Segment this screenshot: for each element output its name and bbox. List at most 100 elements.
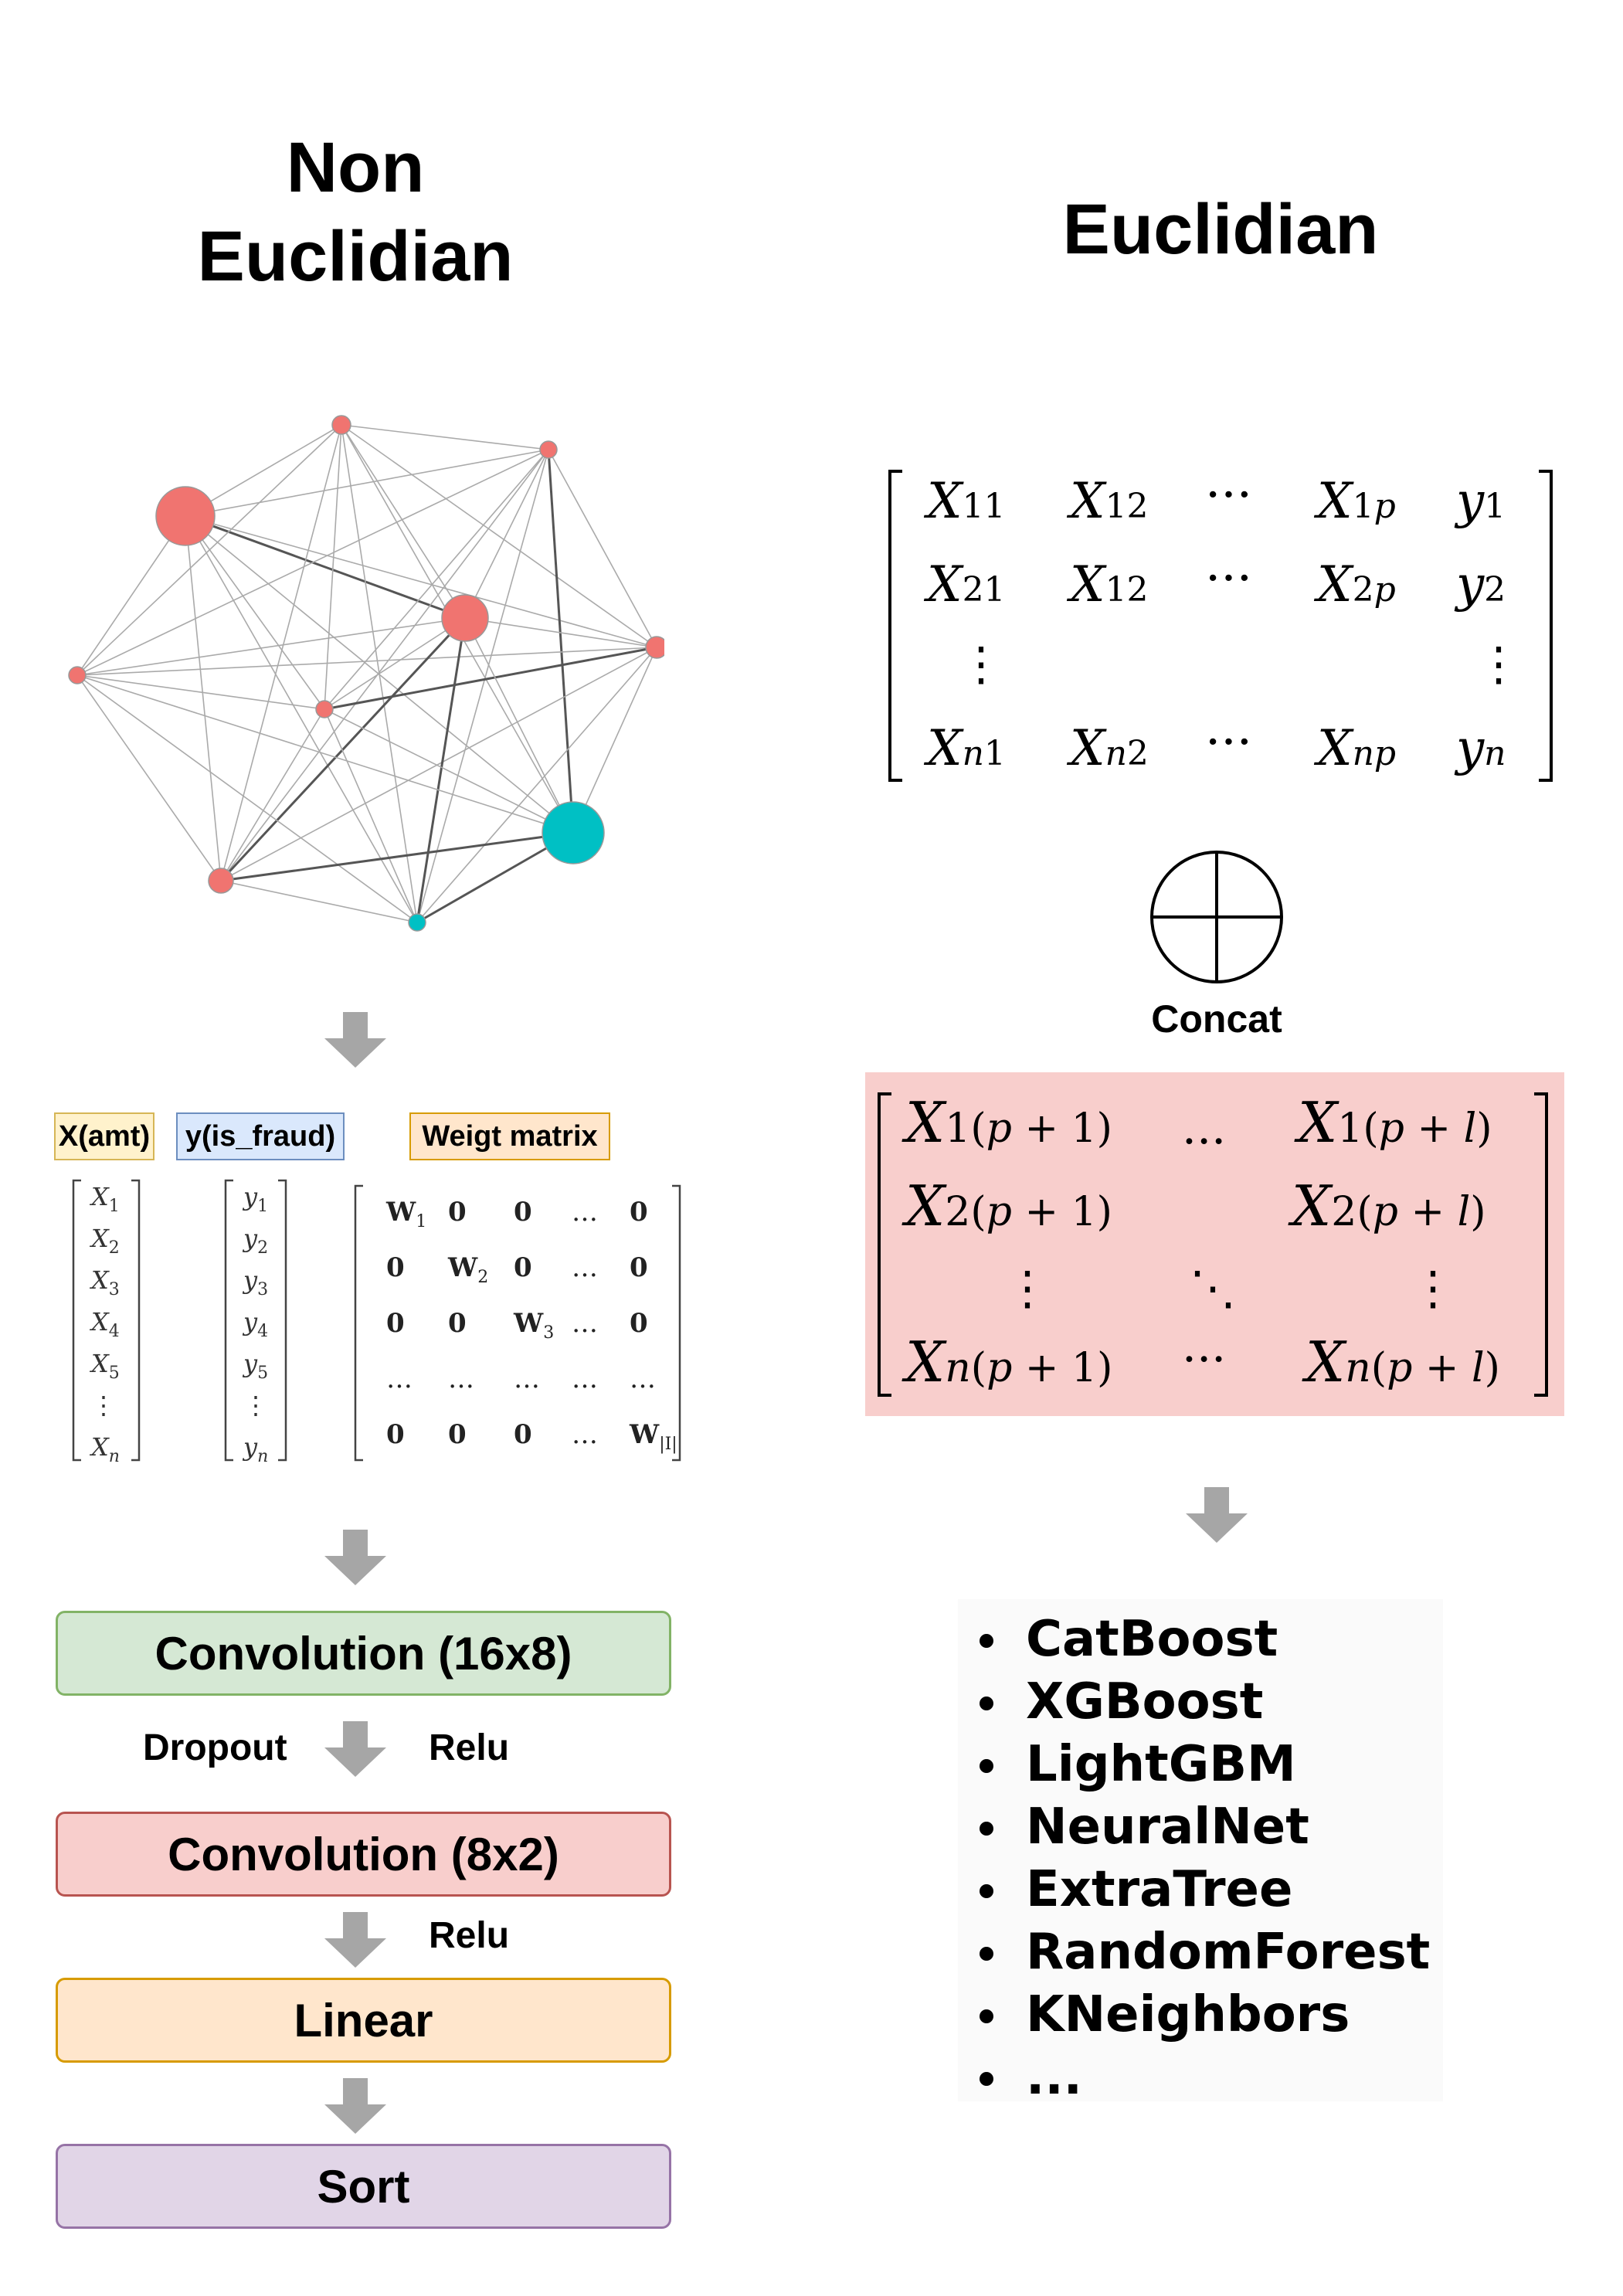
graph-node <box>542 801 605 864</box>
graph-edge <box>324 617 466 710</box>
graph-edge <box>185 515 325 710</box>
embedding-matrix: X1(p + 1) ··· X1(p + l) X2(p + 1) X2(p +… <box>878 1090 1548 1397</box>
graph-edge <box>185 515 657 648</box>
conv-8x2-box: Convolution (8x2) <box>56 1812 671 1897</box>
emb-ddots: ⋱ <box>1190 1262 1236 1316</box>
cell-xnp: Xnp <box>1313 720 1396 777</box>
y-vector-entry: y5 <box>242 1349 268 1383</box>
emb-vdots-2: ⋮ <box>1410 1262 1456 1316</box>
down-arrow-5 <box>324 2078 386 2134</box>
cell-dots-3: ··· <box>1205 714 1252 771</box>
weight-matrix-cell: 0 <box>630 1252 648 1283</box>
graph-edge <box>464 617 657 648</box>
y-vector-right-bracket <box>278 1179 287 1462</box>
graph-node <box>408 913 426 932</box>
euclidian-heading: Euclidian <box>1062 190 1379 269</box>
relu-label-2: Relu <box>429 1915 510 1956</box>
y-vector-entry: yn <box>242 1432 268 1466</box>
x-vector-left-bracket <box>72 1179 81 1462</box>
weight-matrix-cell: W2 <box>447 1252 488 1287</box>
graph-edge <box>76 674 325 710</box>
weight-matrix-cell: … <box>572 1308 598 1339</box>
graph-edge <box>185 515 418 923</box>
graph-edge <box>341 424 549 450</box>
graph-node <box>645 636 664 659</box>
graph-edge <box>76 674 418 923</box>
graph-node <box>155 486 216 546</box>
non-euclidian-heading: Non Euclidian <box>139 124 572 301</box>
sort-box: Sort <box>56 2144 671 2229</box>
graph-edge <box>324 708 574 834</box>
graph-edge <box>341 424 657 648</box>
x-vector-entry: ⋮ <box>91 1391 116 1420</box>
x-vector-right-bracket <box>131 1179 141 1462</box>
y-vector-entry: y2 <box>242 1224 268 1258</box>
graph-node <box>539 440 558 459</box>
graph-edge <box>76 617 466 676</box>
emb-x1pl: X1(p + l) <box>1294 1090 1492 1155</box>
cell-yn: yn <box>1454 720 1506 777</box>
linear-box: Linear <box>56 1978 671 2063</box>
concat-label: Concat <box>1151 997 1282 1041</box>
weight-matrix-left-bracket <box>354 1184 363 1462</box>
emb-xnp1: Xn(p + 1) <box>901 1330 1112 1394</box>
graph-node <box>208 868 234 894</box>
graph-edge <box>76 674 574 834</box>
embedding-matrix-panel: X1(p + 1) ··· X1(p + l) X2(p + 1) X2(p +… <box>865 1072 1564 1416</box>
model-item: ExtraTree <box>980 1859 1443 1921</box>
y-vector-entry: y1 <box>242 1182 268 1216</box>
x-vector-entry: X2 <box>89 1224 120 1258</box>
cell-x11: X11 <box>923 473 1006 530</box>
concat-plus-icon <box>1150 851 1283 983</box>
graph-node <box>331 415 351 435</box>
graph-edge <box>416 647 657 923</box>
x-vector-entry: Xn <box>89 1432 120 1466</box>
heading-line-2: Euclidian <box>197 217 514 296</box>
graph-edge <box>547 449 575 834</box>
conv-16x8-box: Convolution (16x8) <box>56 1611 671 1696</box>
graph-edge <box>548 449 657 648</box>
graph-edge <box>185 449 549 517</box>
weight-matrix-cell: 0 <box>514 1197 532 1228</box>
cell-vdots-1: ⋮ <box>958 637 1004 691</box>
emb-x2p1: X2(p + 1) <box>901 1173 1112 1238</box>
matrix-left-bracket <box>888 470 902 782</box>
y-vector-entry: y4 <box>242 1307 268 1341</box>
cell-xn2: Xn2 <box>1066 720 1149 777</box>
down-arrow-3 <box>324 1721 386 1777</box>
dropout-label: Dropout <box>143 1727 287 1768</box>
graph-edge <box>464 617 574 834</box>
weight-matrix-cell: … <box>514 1364 540 1394</box>
euclidian-matrix: X11 X12 ··· X1p y1 X21 X12 ··· X2p y2 ⋮ … <box>888 467 1553 782</box>
matrix-right-bracket <box>1539 470 1553 782</box>
graph-edge <box>76 515 186 676</box>
y-is-fraud-tag: y(is_fraud) <box>176 1112 345 1160</box>
x-amt-tag: X(amt) <box>54 1112 154 1160</box>
cell-y2: y2 <box>1454 556 1506 613</box>
graph-edge <box>185 515 222 881</box>
weight-matrix-cell: 0 <box>514 1252 532 1283</box>
graph-edge <box>185 424 342 517</box>
weight-matrix-cell: 0 <box>514 1419 532 1450</box>
down-arrow-2 <box>324 1530 386 1585</box>
weight-matrix-cell: 0 <box>448 1419 467 1450</box>
cell-x12b: X12 <box>1066 556 1149 613</box>
weight-matrix-cell: … <box>386 1364 413 1394</box>
graph-edge <box>341 424 466 619</box>
graph-edge <box>76 449 549 676</box>
model-item: NeuralNet <box>980 1796 1443 1859</box>
graph-edge <box>324 449 549 710</box>
weight-matrix-cell: … <box>448 1364 474 1394</box>
graph-edge <box>220 449 549 881</box>
y-vector-entry: y3 <box>242 1265 268 1299</box>
cell-x2p: X2p <box>1313 556 1396 613</box>
weight-matrix-cell: 0 <box>448 1308 467 1339</box>
x-vector-entry: X5 <box>89 1349 120 1383</box>
graph-edge <box>220 424 342 881</box>
emb-x2pl: X2(p + l) <box>1288 1173 1486 1238</box>
model-item: KNeighbors <box>980 1984 1443 2046</box>
x-vector-entry: X3 <box>89 1265 120 1299</box>
